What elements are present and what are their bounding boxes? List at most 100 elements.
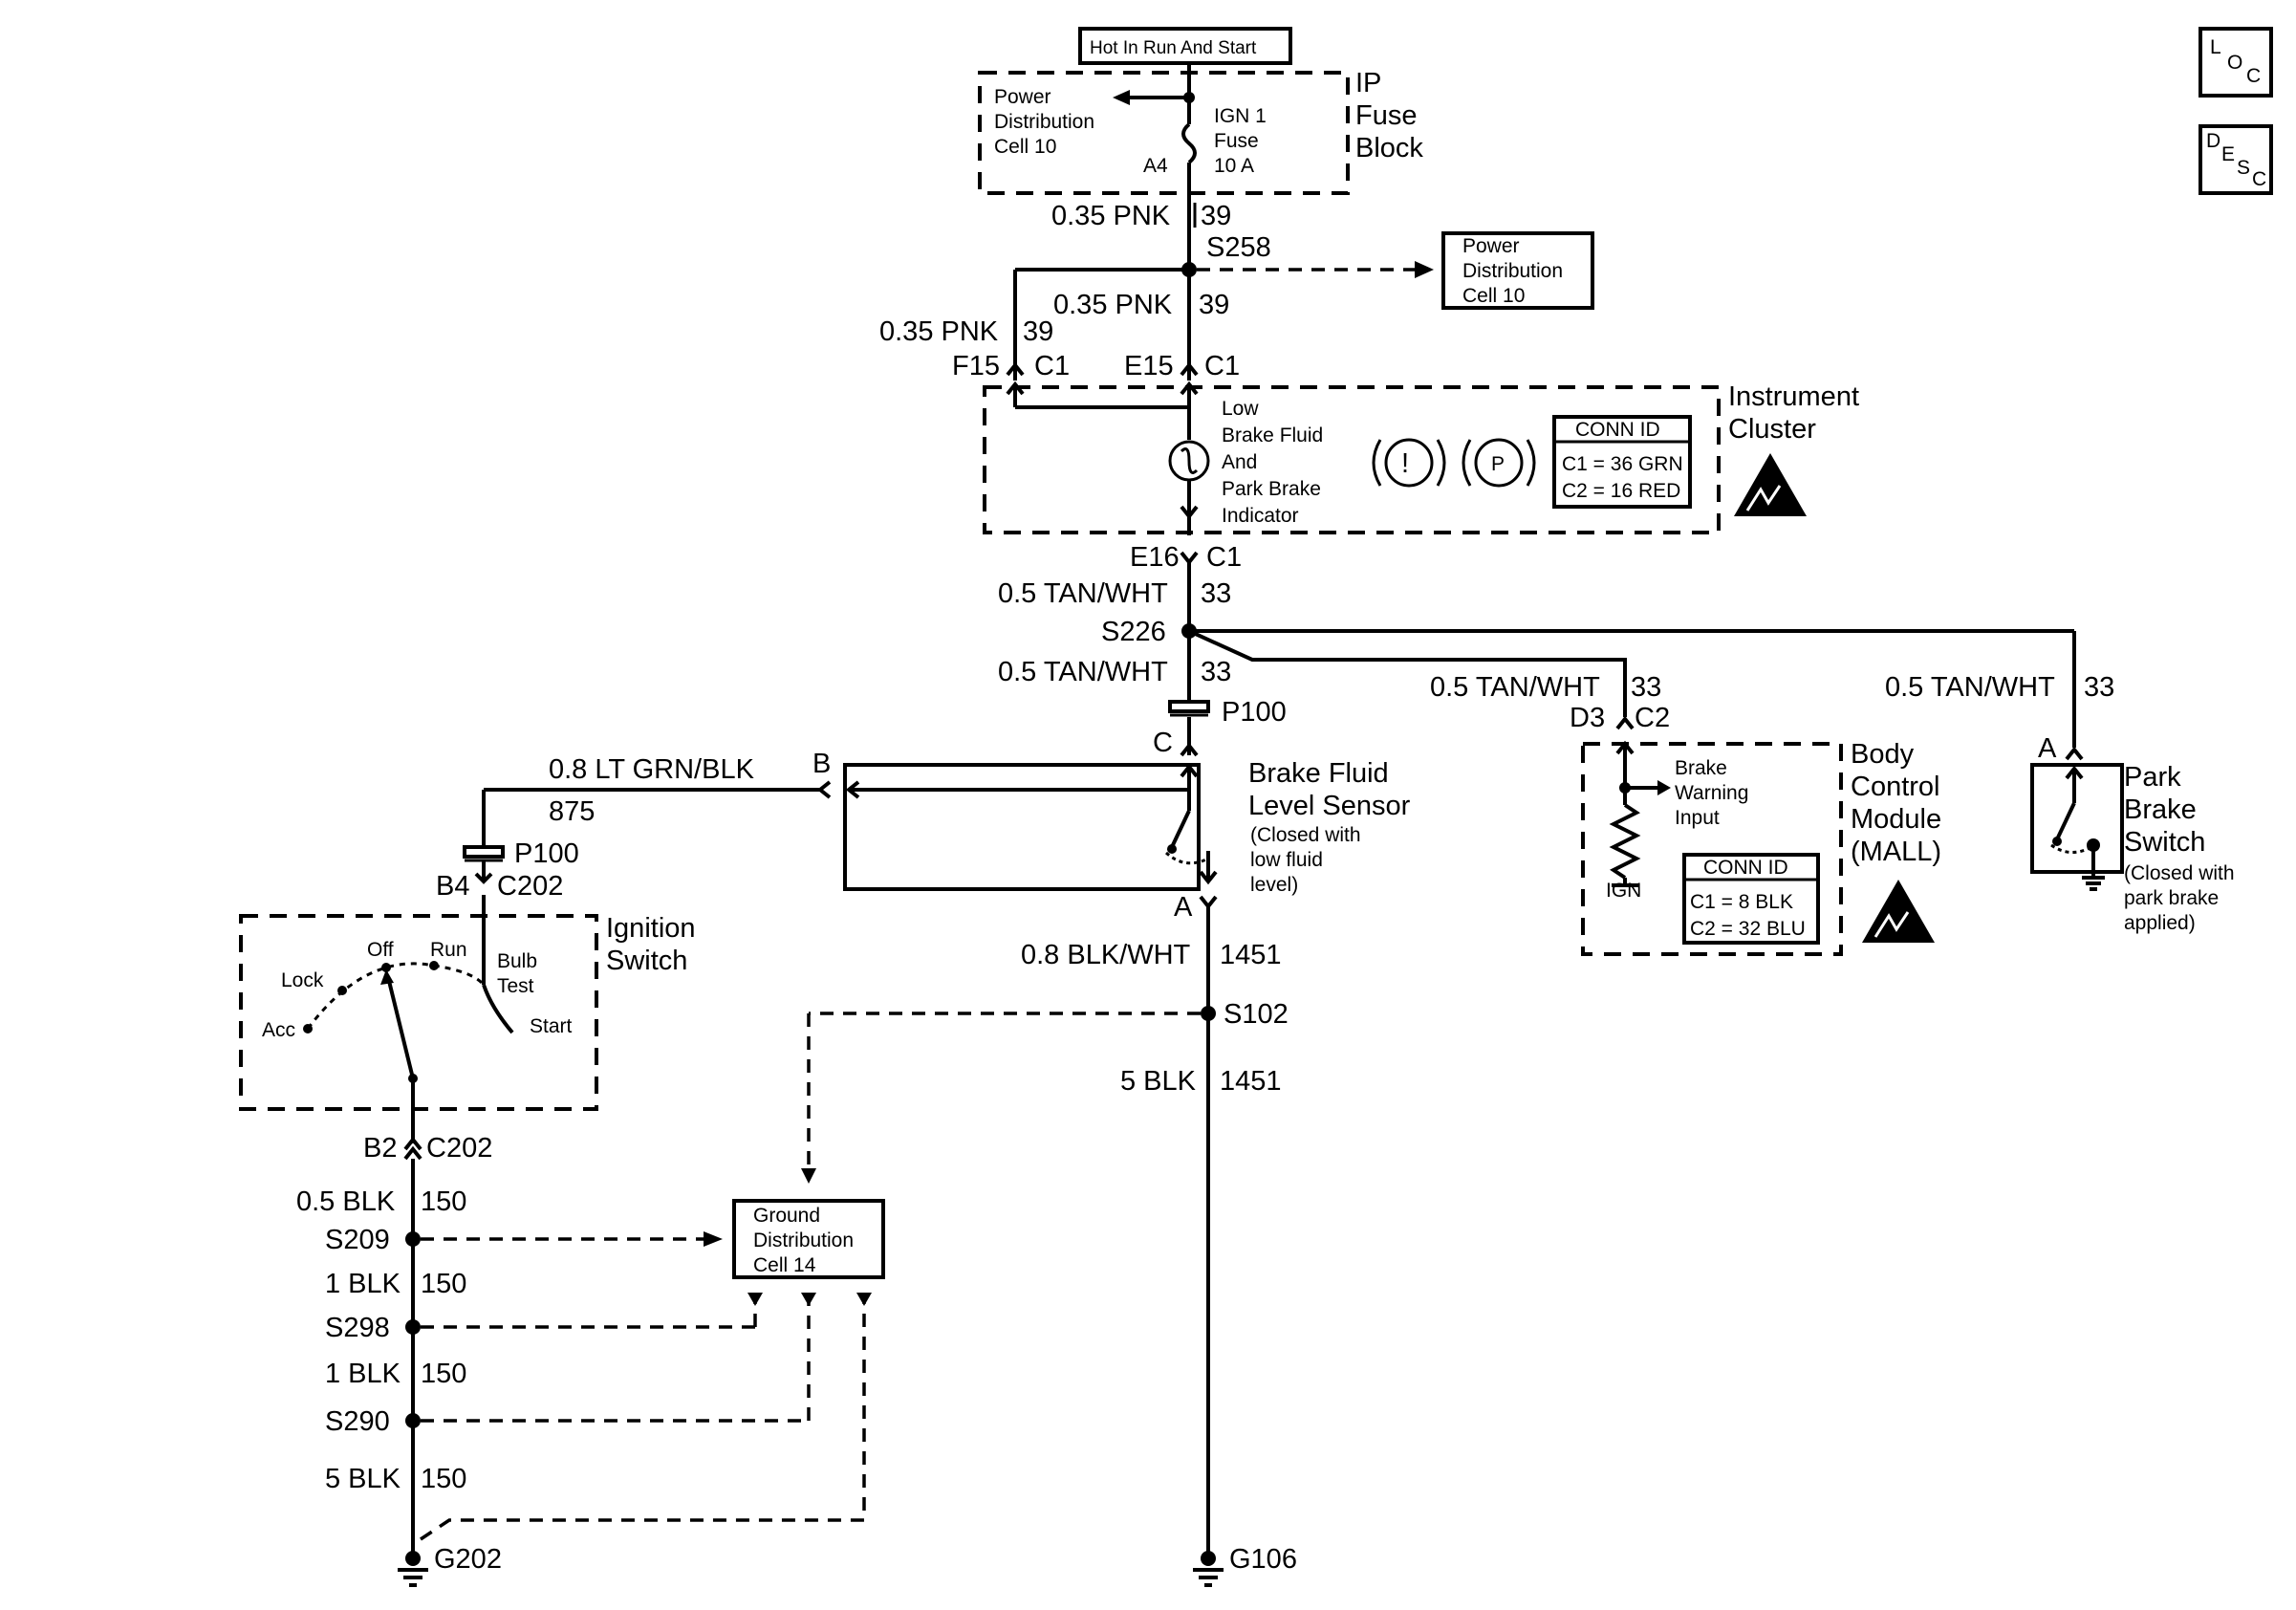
ign-title-2: Switch [606, 946, 687, 976]
bcm-title-4: (MALL) [1851, 837, 1941, 867]
desc-letter-3: S [2237, 157, 2250, 179]
bcm-input-3: Input [1675, 807, 1720, 829]
conn-c2: C2 [1635, 703, 1670, 733]
conn-e16-c1: C1 [1206, 542, 1242, 573]
desc-letter-2: E [2221, 143, 2235, 165]
p100-connector-icon [1168, 700, 1210, 717]
bcm-ign: IGN [1606, 880, 1641, 902]
ground-g202: G202 [434, 1544, 502, 1575]
desc-letter-4: C [2252, 168, 2266, 190]
pin-b: B [812, 749, 831, 779]
wire-33d-size: 0.5 TAN/WHT [1885, 672, 2055, 703]
bcm-conn-id-c1: C1 = 8 BLK [1690, 891, 1793, 913]
bcm-title-2: Control [1851, 772, 1940, 802]
bcm-conn-id-c2: C2 = 32 BLU [1690, 918, 1806, 940]
loc-button[interactable]: L O C [2199, 27, 2273, 98]
loc-letter-3: C [2246, 65, 2261, 87]
pbs-title-3: Switch [2124, 827, 2205, 858]
splice-s209: S209 [325, 1225, 390, 1255]
conn-e15-c1: C1 [1204, 351, 1240, 381]
wire-33a-circuit: 33 [1201, 578, 1231, 609]
ign-pos-bulb: Bulb [497, 950, 537, 972]
ignition-switch-outline [239, 914, 598, 1111]
wire-33b-circuit: 33 [1201, 657, 1231, 687]
ic-indicator-4: Park Brake [1222, 478, 1321, 500]
brake-fluid-sensor-box [843, 763, 1201, 891]
desc-letter-1: D [2206, 130, 2220, 152]
wire-150d-size: 5 BLK [325, 1464, 401, 1494]
ic-indicator-1: Low [1222, 398, 1259, 420]
conn-c202a: C202 [497, 871, 563, 902]
pin-c: C [1153, 728, 1173, 758]
fuse-pin-a4: A4 [1143, 155, 1168, 177]
splice-s102-dot [1201, 1006, 1216, 1021]
pin-a: A [1174, 892, 1193, 923]
fuse-block-title-3: Block [1355, 133, 1423, 163]
esd-symbol-icon-1 [1734, 453, 1807, 516]
wire-875-size: 0.8 LT GRN/BLK [549, 754, 755, 785]
park-brake-symbol-icon: P [1462, 438, 1536, 488]
ground-dist-box [732, 1199, 885, 1279]
brake-warning-symbol-icon: ! [1372, 438, 1446, 488]
ic-indicator-5: Indicator [1222, 505, 1299, 527]
pbs-title-1: Park [2124, 762, 2181, 793]
bfs-note-1: (Closed with [1250, 824, 1361, 846]
splice-s258: S258 [1206, 232, 1271, 263]
wire-150c-size: 1 BLK [325, 1359, 401, 1389]
power-dist-right-3: Cell 10 [1462, 285, 1525, 307]
ic-indicator-3: And [1222, 451, 1257, 473]
pbs-title-2: Brake [2124, 794, 2197, 825]
conn-park-a: A [2038, 733, 2057, 764]
wire-1451a-circuit: 1451 [1220, 940, 1282, 970]
splice-s102: S102 [1224, 999, 1289, 1030]
fuse-block-title-2: Fuse [1355, 100, 1417, 131]
ic-conn-id-header: CONN ID [1575, 419, 1660, 441]
desc-button[interactable]: D E S C [2199, 124, 2273, 195]
splice-s290: S290 [325, 1406, 390, 1437]
fuse-pdc-1: Power [994, 86, 1051, 108]
wire-33d-circuit: 33 [2084, 672, 2114, 703]
conn-f15-c1: C1 [1034, 351, 1070, 381]
fuse-symbol [1181, 122, 1197, 164]
conn-c202b: C202 [426, 1133, 492, 1164]
ground-g106: G106 [1229, 1544, 1297, 1575]
ign-pos-lock: Lock [281, 969, 324, 991]
splice-s298: S298 [325, 1313, 390, 1343]
wire-39b-size: 0.35 PNK [1053, 290, 1173, 320]
conn-d3: D3 [1570, 703, 1605, 733]
bcm-title-3: Module [1851, 804, 1941, 835]
power-dist-right-1: Power [1462, 235, 1520, 257]
conn-f15: F15 [952, 351, 1000, 381]
wire-33c-size: 0.5 TAN/WHT [1430, 672, 1600, 703]
wire-1451b-size: 5 BLK [1120, 1066, 1197, 1097]
ign-pos-run: Run [430, 939, 467, 961]
wire-150d-circuit: 150 [421, 1464, 466, 1494]
pbs-note-2: park brake [2124, 887, 2219, 909]
wire-39c-circuit: 39 [1023, 316, 1053, 347]
pbs-note-3: applied) [2124, 912, 2196, 934]
wire-39b-circuit: 39 [1199, 290, 1229, 320]
bfs-title-1: Brake Fluid [1248, 758, 1389, 789]
conn-b4: B4 [436, 871, 469, 902]
wire-39a-size: 0.35 PNK [1051, 201, 1171, 231]
ign-pos-off: Off [367, 939, 394, 961]
wire-33a-size: 0.5 TAN/WHT [998, 578, 1168, 609]
arrow-to-pdc [1113, 90, 1130, 105]
fuse-pdc-2: Distribution [994, 111, 1094, 133]
bcm-title-1: Body [1851, 739, 1915, 770]
wire-33c-circuit: 33 [1631, 672, 1661, 703]
ign-pos-test: Test [497, 975, 534, 997]
pbs-note-1: (Closed with [2124, 862, 2235, 884]
ic-conn-id-c2: C2 = 16 RED [1562, 480, 1680, 502]
ground-dist-3: Cell 14 [753, 1254, 816, 1276]
ign-pos-acc: Acc [262, 1019, 295, 1041]
conn-b2: B2 [363, 1133, 397, 1164]
park-brake-switch-box [2030, 763, 2124, 874]
bcm-conn-id-header: CONN ID [1703, 857, 1788, 879]
wire-39c-size: 0.35 PNK [879, 316, 999, 347]
bcm-conn-id-box [1682, 853, 1820, 945]
power-dist-right-2: Distribution [1462, 260, 1563, 282]
loc-letter-1: L [2210, 36, 2221, 58]
power-dist-right-box [1441, 231, 1594, 310]
